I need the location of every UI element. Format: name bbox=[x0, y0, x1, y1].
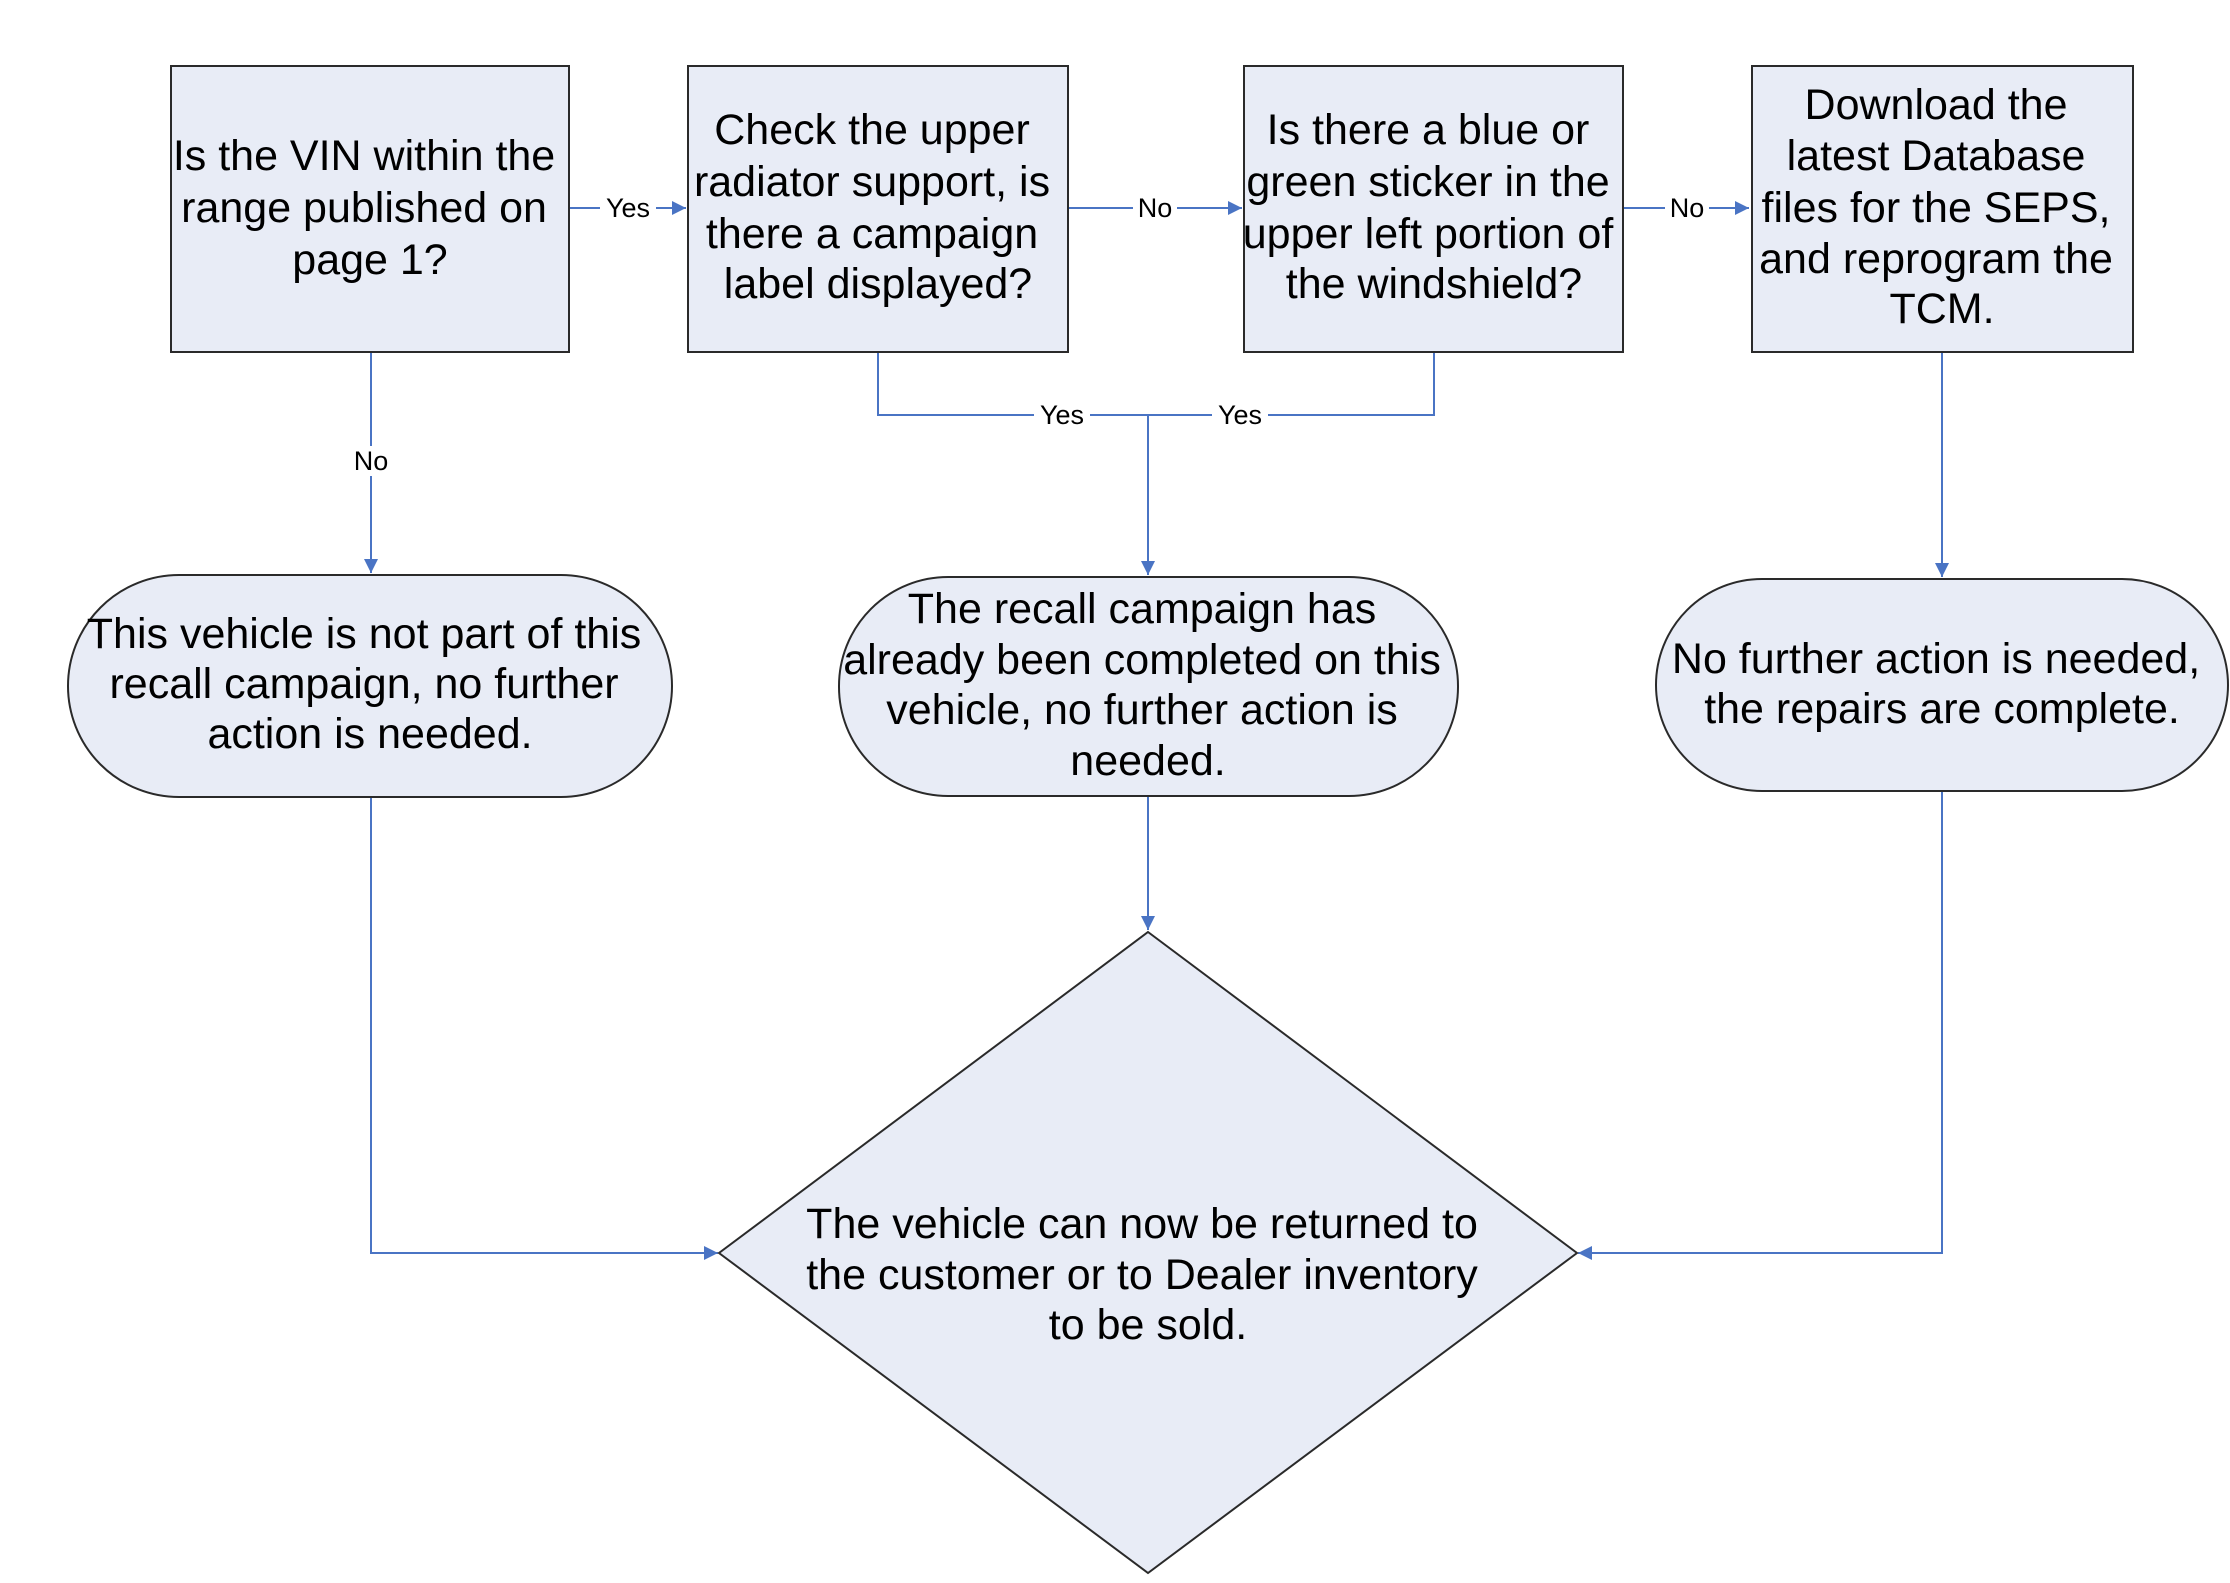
decision-vin-range: Is the VIN within the range published on… bbox=[170, 65, 570, 353]
edge-label-label-yes: Yes bbox=[1034, 400, 1090, 430]
svg-text:Yes: Yes bbox=[606, 193, 650, 223]
edge-labels: Yes No No No Yes Yes bbox=[349, 193, 1709, 476]
final-return-vehicle: The vehicle can now be returned to the c… bbox=[717, 930, 1579, 1575]
edge-complete-to-return bbox=[1578, 792, 1943, 1260]
edge-label-label-no: No bbox=[1133, 193, 1177, 223]
decision-campaign-label: Check the upper radiator support, is the… bbox=[687, 65, 1069, 353]
node-text: The recall campaign has already been com… bbox=[843, 585, 1453, 785]
node-text: The vehicle can now be returned to the c… bbox=[806, 1200, 1490, 1349]
edge-label-to-done-yes bbox=[877, 352, 1155, 575]
edge-label-vin-yes: Yes bbox=[600, 193, 656, 223]
svg-text:No: No bbox=[1670, 193, 1705, 223]
node-text: No further action is needed, the repairs… bbox=[1672, 635, 2212, 733]
edge-not-part-to-return bbox=[370, 798, 718, 1260]
process-reprogram-tcm: Download the latest Database files for t… bbox=[1751, 65, 2134, 353]
connectors bbox=[364, 201, 1949, 1260]
terminal-already-completed: The recall campaign has already been com… bbox=[838, 576, 1459, 797]
decision-windshield-sticker: Is there a blue or green sticker in the … bbox=[1243, 65, 1625, 353]
svg-text:No: No bbox=[354, 446, 389, 476]
node-text: Is the VIN within the range published on… bbox=[173, 132, 567, 284]
svg-text:No: No bbox=[1138, 193, 1173, 223]
edge-label-sticker-no: No bbox=[1665, 193, 1709, 223]
edge-label-vin-no: No bbox=[349, 446, 393, 476]
svg-text:Yes: Yes bbox=[1218, 400, 1262, 430]
terminal-not-part-of-campaign: This vehicle is not part of this recall … bbox=[67, 574, 673, 798]
edge-sticker-to-done-yes bbox=[1148, 352, 1435, 416]
node-text: Is there a blue or green sticker in the … bbox=[1243, 106, 1625, 308]
edge-label-sticker-yes: Yes bbox=[1212, 400, 1268, 430]
node-text: This vehicle is not part of this recall … bbox=[87, 610, 653, 758]
terminal-repairs-complete: No further action is needed, the repairs… bbox=[1655, 578, 2229, 792]
node-text: Download the latest Database files for t… bbox=[1759, 81, 2125, 333]
node-text: Check the upper radiator support, is the… bbox=[694, 106, 1062, 308]
svg-text:Yes: Yes bbox=[1040, 400, 1084, 430]
